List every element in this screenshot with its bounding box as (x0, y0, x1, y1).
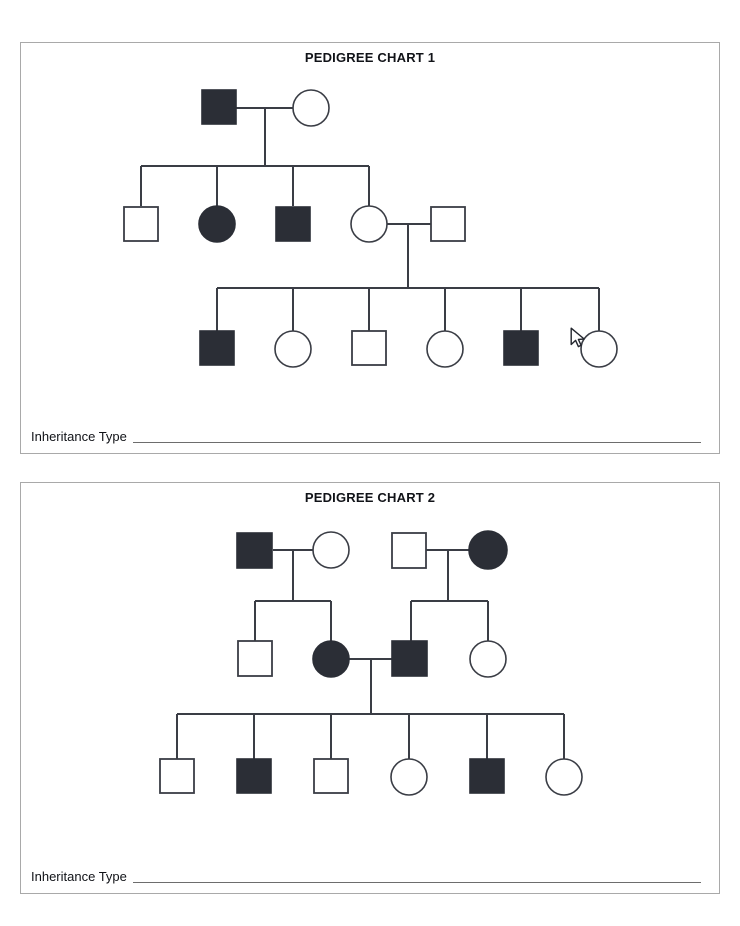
individual-III-3-open-square[interactable] (351, 330, 387, 366)
individual-II-1-open-square[interactable] (123, 206, 159, 242)
individual-I-4-filled-circle[interactable] (468, 530, 508, 570)
individual-III-6-open-circle[interactable] (545, 758, 583, 796)
individual-III-1-filled-square[interactable] (199, 330, 235, 366)
individual-II-2-filled-circle[interactable] (198, 205, 236, 243)
pedigree-chart-2-diagram (159, 530, 583, 796)
individual-II-3-filled-square[interactable] (391, 640, 428, 677)
individual-II-1-open-square[interactable] (237, 640, 273, 677)
chart-2-inheritance-row: Inheritance Type (31, 863, 701, 885)
individual-I-3-open-square[interactable] (391, 532, 427, 569)
individual-II-4-open-circle[interactable] (469, 640, 507, 678)
individual-I-1-filled-square[interactable] (236, 532, 273, 569)
individual-III-5-filled-square[interactable] (503, 330, 539, 366)
pedigree-chart-2-panel: PEDIGREE CHART 2 (20, 482, 720, 894)
individual-III-1-open-square[interactable] (159, 758, 195, 794)
pedigree-chart-1-panel: PEDIGREE CHART 1 (20, 42, 720, 454)
chart-1-inheritance-blank-field[interactable] (132, 441, 701, 443)
individual-III-6-open-circle[interactable] (580, 330, 618, 368)
individual-II-3-filled-square[interactable] (275, 206, 311, 242)
chart-2-inheritance-blank-field[interactable] (132, 881, 701, 883)
chart-1-title: PEDIGREE CHART 1 (304, 50, 436, 65)
chart-2-inheritance-label: Inheritance Type (31, 869, 127, 884)
pedigree-chart-1-diagram (123, 89, 618, 368)
individual-I-2-open-circle[interactable] (312, 531, 350, 569)
individual-III-2-open-circle[interactable] (274, 330, 312, 368)
individual-III-3-open-square[interactable] (313, 758, 349, 794)
chart-1-inheritance-label: Inheritance Type (31, 429, 127, 444)
individual-I-2-open-circle[interactable] (292, 89, 330, 127)
individual-I-1-filled-square[interactable] (201, 89, 237, 125)
individual-III-5-filled-square[interactable] (469, 758, 505, 794)
individual-III-4-open-circle[interactable] (390, 758, 428, 796)
individual-II-2-filled-circle[interactable] (312, 640, 350, 678)
individual-II-4-open-circle[interactable] (350, 205, 388, 243)
chart-1-inheritance-row: Inheritance Type (31, 423, 701, 445)
individual-II-5-open-square[interactable] (430, 206, 466, 242)
individual-III-2-filled-square[interactable] (236, 758, 272, 794)
individual-III-4-open-circle[interactable] (426, 330, 464, 368)
chart-2-title: PEDIGREE CHART 2 (304, 490, 436, 505)
